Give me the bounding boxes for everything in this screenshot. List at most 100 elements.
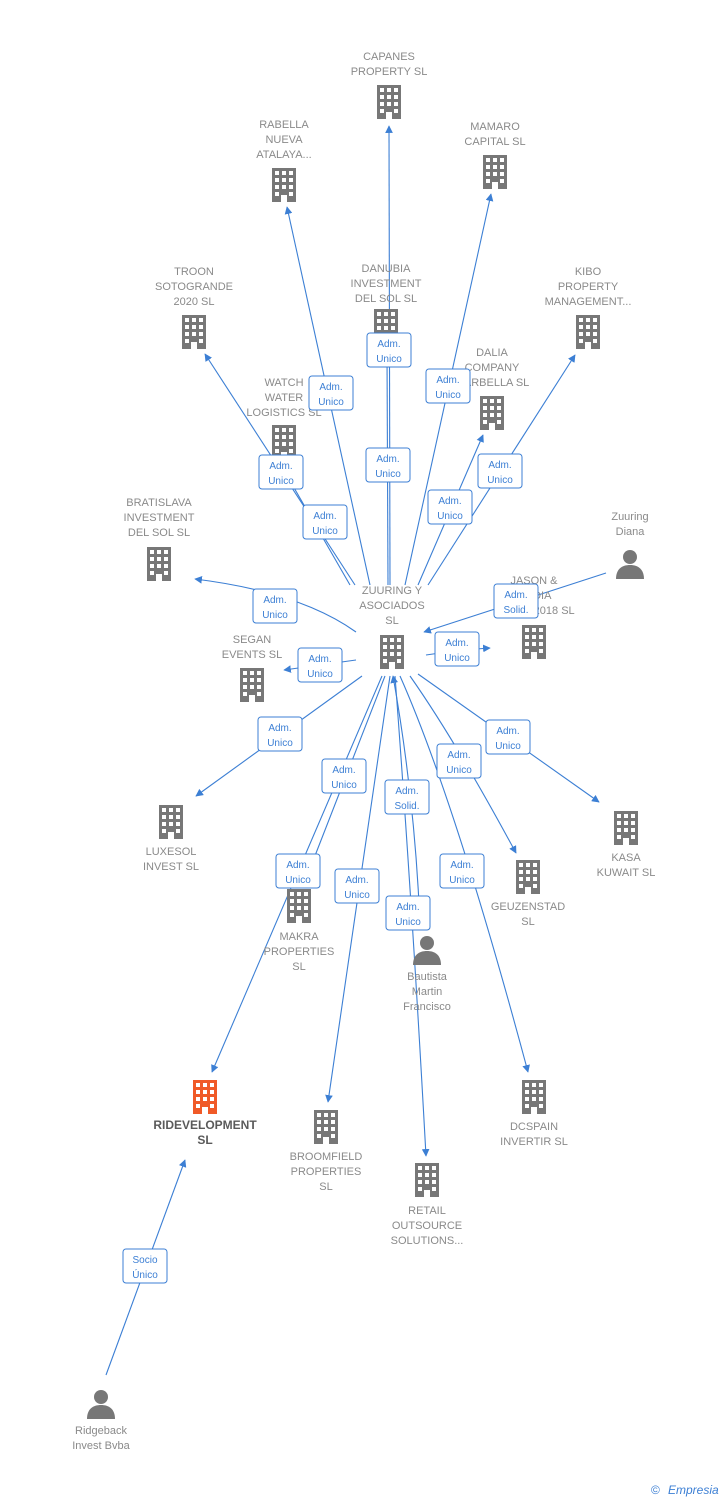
relation-text: Unico xyxy=(375,469,401,480)
relation-box xyxy=(122,1248,168,1284)
relation-text: Unico xyxy=(285,875,311,886)
relation-box xyxy=(485,719,531,755)
building-icon xyxy=(193,1080,217,1114)
relation-label-center-to-watch[interactable]: Adm.Unico xyxy=(302,504,348,540)
relation-text: Unico xyxy=(307,669,333,680)
relation-label-center-to-kibo[interactable]: Adm.Unico xyxy=(477,453,523,489)
relation-text: Unico xyxy=(395,917,421,928)
relation-box xyxy=(297,647,343,683)
node-retail[interactable]: RETAILOUTSOURCESOLUTIONS... xyxy=(391,1163,464,1247)
edge-center-to-dcspain xyxy=(399,675,530,1073)
relation-text: Adm. xyxy=(396,902,419,913)
node-label: MAMARO xyxy=(470,121,520,133)
building-icon xyxy=(516,860,540,894)
relation-text: Adm. xyxy=(268,723,291,734)
person-icon xyxy=(616,550,644,579)
node-label: PROPERTY xyxy=(558,281,619,293)
relation-label-center-to-capanes[interactable]: Adm.Unico xyxy=(366,332,412,368)
relation-label-center-to-jason[interactable]: Adm.Unico xyxy=(434,631,480,667)
node-mamaro[interactable]: MAMARO CAPITAL SL xyxy=(464,121,526,189)
relation-text: Adm. xyxy=(436,375,459,386)
relation-label-center-to-dalia[interactable]: Adm.Unico xyxy=(427,489,473,525)
relation-label-bautista-to-center[interactable]: Adm. Solid. xyxy=(384,779,430,815)
relation-label-center-to-makra[interactable]: Adm.Unico xyxy=(321,758,367,794)
relation-text: Adm. xyxy=(308,654,331,665)
node-label: MAKRA xyxy=(279,931,319,943)
relation-label-center-to-dcspain[interactable]: Adm.Unico xyxy=(439,853,485,889)
relation-label-center-to-bratislava[interactable]: Adm.Unico xyxy=(252,588,298,624)
relation-text: Adm. xyxy=(395,786,418,797)
relation-text: Unico xyxy=(262,610,288,621)
node-label: RETAIL xyxy=(408,1205,446,1217)
relation-text: Adm. xyxy=(319,382,342,393)
building-icon xyxy=(147,547,171,581)
brand-name: Empresia xyxy=(668,1483,719,1497)
relation-label-zuuring_diana-to-center[interactable]: Adm.Solid. xyxy=(493,583,539,619)
node-label: SL xyxy=(292,961,305,973)
node-label: Francisco xyxy=(403,1001,451,1013)
node-label: RABELLA xyxy=(259,119,309,131)
relation-label-center-to-rabella[interactable]: Adm.Unico xyxy=(308,375,354,411)
node-label: SOLUTIONS... xyxy=(391,1235,464,1247)
node-rabella[interactable]: RABELLA NUEVA ATALAYA... xyxy=(256,119,312,202)
node-label: ZUURING Y xyxy=(362,585,423,597)
relation-label-center-to-segan[interactable]: Adm. Unico xyxy=(297,647,343,683)
relation-box xyxy=(334,868,380,904)
node-label: SL xyxy=(521,916,534,928)
relation-label-center-to-danubia[interactable]: Adm.Unico xyxy=(365,447,411,483)
footer-brand[interactable]: © Empresia xyxy=(651,1483,719,1497)
node-label: LOGISTICS SL xyxy=(246,407,321,419)
node-label: MARBELLA SL xyxy=(455,377,530,389)
node-label: NUEVA xyxy=(265,134,303,146)
building-icon xyxy=(287,889,311,923)
relation-box xyxy=(302,504,348,540)
relation-label-center-to-kasa[interactable]: Adm.Unico xyxy=(485,719,531,755)
building-icon xyxy=(240,668,264,702)
relation-box xyxy=(493,583,539,619)
relation-labels-layer: Adm.UnicoAdm.UnicoAdm.UnicoAdm.UnicoAdm.… xyxy=(122,332,539,1284)
relation-box xyxy=(384,779,430,815)
node-kibo[interactable]: KIBOPROPERTYMANAGEMENT... xyxy=(545,266,632,349)
relation-text: Solid. xyxy=(394,801,419,812)
node-label: CAPITAL SL xyxy=(464,136,525,148)
relation-text: Adm. xyxy=(345,875,368,886)
relation-label-center-to-broomfield[interactable]: Adm.Unico xyxy=(334,868,380,904)
relation-label-center-to-luxesol[interactable]: Adm.Unico xyxy=(257,716,303,752)
relation-text: Unico xyxy=(435,390,461,401)
relation-label-center-to-retail[interactable]: Adm. Unico xyxy=(385,895,431,931)
relation-label-center-to-rid[interactable]: Adm.Unico xyxy=(275,853,321,889)
relation-text: Unico xyxy=(449,875,475,886)
node-label: ASOCIADOS xyxy=(359,600,424,612)
relation-text: Adm. xyxy=(313,511,336,522)
relation-label-center-to-troon[interactable]: Adm.Unico xyxy=(258,454,304,490)
node-label: PROPERTY SL xyxy=(351,66,428,78)
node-label: LUXESOL xyxy=(146,846,197,858)
building-icon xyxy=(380,635,404,669)
relation-text: Unico xyxy=(268,476,294,487)
relation-label-center-to-geuzenstad[interactable]: Adm.Unico xyxy=(436,743,482,779)
node-label: ATALAYA... xyxy=(256,149,311,161)
relation-box xyxy=(436,743,482,779)
relation-label-center-to-mamaro[interactable]: Adm. Unico xyxy=(425,368,471,404)
